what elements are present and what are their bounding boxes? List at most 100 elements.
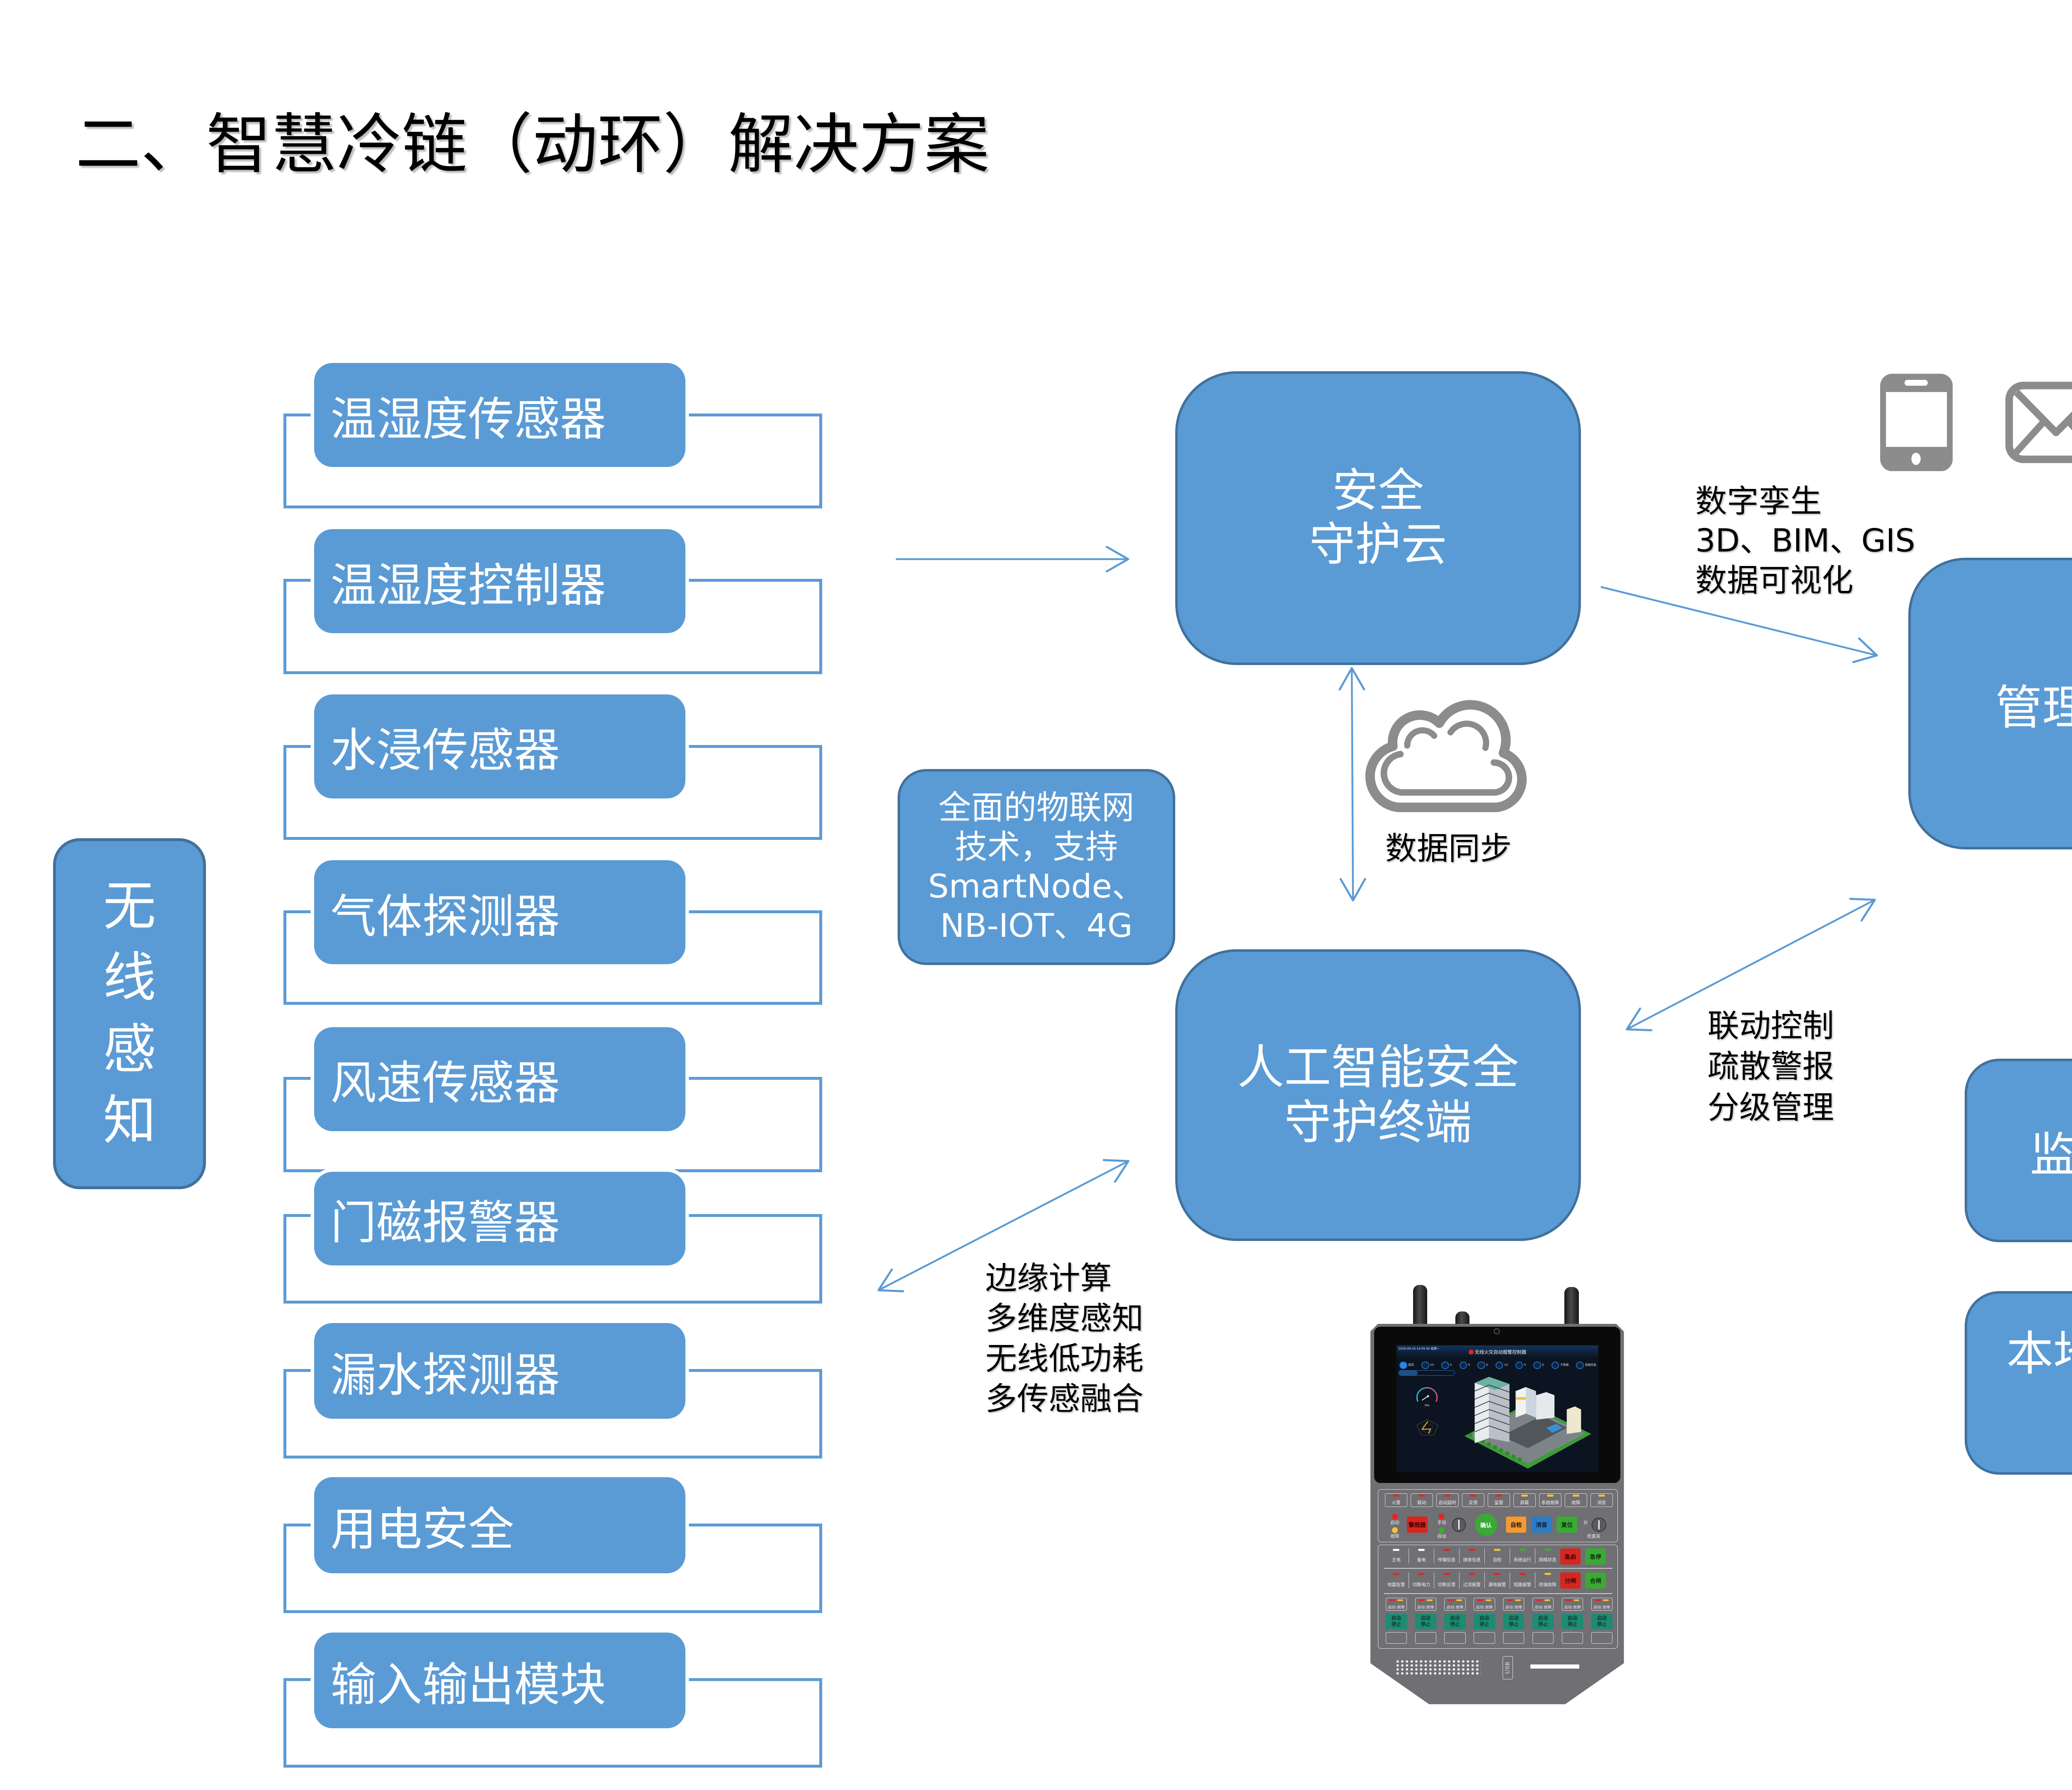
cloud-icon	[1364, 697, 1530, 813]
led	[1603, 1599, 1609, 1601]
iot-note-line: SmartNode、	[928, 867, 1145, 906]
node-label: 守护云	[1309, 518, 1447, 572]
auto-led	[1439, 1527, 1445, 1534]
nav-item: 0	[1515, 1361, 1526, 1369]
led	[1595, 1599, 1601, 1601]
nav-item: 13	[1421, 1361, 1434, 1369]
divider	[1384, 1568, 1612, 1569]
fault-light: 短路报警	[1510, 1572, 1535, 1588]
indicator-feedback: 反馈	[1462, 1493, 1484, 1507]
check-knob	[1592, 1517, 1606, 1532]
check-off-label: 检查关	[1587, 1534, 1600, 1539]
nav-item: 0	[1477, 1361, 1488, 1369]
annotation-line: 多传感融合	[985, 1380, 1144, 1417]
screen-tab	[1399, 1370, 1418, 1376]
fault-light: 地震告警	[1384, 1572, 1409, 1588]
divider	[1384, 1593, 1612, 1594]
annotation-line: 联动控制	[1707, 1007, 1834, 1045]
indicator-silence: 消音	[1590, 1493, 1613, 1507]
channel-3: 启动 故障 启动停止	[1444, 1598, 1466, 1644]
channel-status: 启动 故障	[1444, 1598, 1466, 1611]
fault-light: 切断反馈	[1434, 1572, 1460, 1588]
start-led	[1392, 1513, 1398, 1520]
led	[1565, 1599, 1571, 1601]
percent-icon	[1495, 1361, 1503, 1369]
indicator-start-delay: 启动延时	[1436, 1493, 1459, 1507]
led	[1547, 1494, 1554, 1497]
node-label: 守护终端	[1284, 1095, 1472, 1150]
mode-knob	[1452, 1517, 1466, 1532]
screen-tabs	[1399, 1370, 1455, 1376]
city-3d-model	[1460, 1373, 1593, 1469]
fault-light-row: 地震告警 切断电力 切断反馈 过流报警 漏电报警 短路报警 终端故障	[1384, 1572, 1560, 1588]
status-icon	[1459, 1361, 1467, 1369]
fault-icon	[1477, 1361, 1485, 1369]
annotation-line: 无线低功耗	[985, 1340, 1144, 1377]
channel-2: 启动 故障 启动停止	[1415, 1598, 1436, 1644]
wireless-sensing-label: 无线感知	[103, 876, 156, 1152]
led	[1515, 1599, 1521, 1601]
channel-label-slot	[1385, 1632, 1407, 1644]
channel-7: 启动 故障 启动停止	[1562, 1598, 1583, 1644]
sensor-electrical-safety: 用电安全	[314, 1477, 686, 1573]
nav-home: 首页	[1399, 1361, 1414, 1369]
led	[1496, 1494, 1502, 1497]
channel-start-stop-button: 启动停止	[1562, 1613, 1583, 1629]
annotation-line: 分级管理	[1707, 1089, 1834, 1126]
usb-port: USB	[1502, 1656, 1513, 1680]
status-light: 网络状态	[1535, 1548, 1560, 1564]
nav-item: 13	[1495, 1361, 1508, 1369]
indicator-linkage: 联动	[1411, 1493, 1433, 1507]
led	[1448, 1599, 1454, 1601]
annotation-line: 疏散警报	[1707, 1048, 1834, 1085]
screen-tab	[1418, 1371, 1436, 1375]
emergency-stop-button: 急停	[1585, 1548, 1606, 1565]
linkage-annotation: 联动控制 疏散警报 分级管理	[1708, 1006, 1871, 1128]
indicator-system-fault: 系统故障	[1539, 1493, 1561, 1507]
sensor-temp-humidity-controller: 温湿度控制器	[314, 529, 686, 634]
annotation-line: 数字孪生	[1695, 482, 1822, 520]
led	[1507, 1599, 1513, 1601]
channel-start-stop-button: 启动停止	[1415, 1613, 1436, 1629]
node-label: 监控中心	[2030, 1127, 2072, 1182]
led	[1444, 1494, 1451, 1497]
antenna	[1413, 1285, 1427, 1326]
channel-6: 启动 故障 启动停止	[1532, 1598, 1554, 1644]
nav-subsystem: 子系统	[1551, 1361, 1569, 1369]
camera-icon	[1494, 1328, 1500, 1335]
monitor-center-node: 监控中心	[1964, 1059, 2072, 1243]
annotation-line: 多维度感知	[985, 1300, 1144, 1337]
channel-start-stop-button: 启动停止	[1503, 1613, 1525, 1629]
link-icon	[1533, 1361, 1541, 1369]
ai-security-terminal-node: 人工智能安全 守护终端	[1175, 949, 1581, 1241]
led	[1393, 1494, 1399, 1497]
node-label: 人工智能安全	[1237, 1040, 1519, 1095]
device-icon	[1421, 1361, 1429, 1369]
channel-label-slot	[1503, 1632, 1525, 1644]
speaker-grille	[1395, 1659, 1481, 1675]
led	[1598, 1494, 1605, 1497]
iot-note-line: NB-IOT、4G	[940, 907, 1133, 945]
channel-status: 启动 故障	[1503, 1598, 1525, 1611]
channel-1: 启动 故障 启动停止	[1385, 1598, 1407, 1644]
subsystem-icon	[1551, 1361, 1559, 1369]
channel-start-stop-button: 启动停止	[1385, 1613, 1407, 1629]
channel-status: 启动 故障	[1532, 1598, 1554, 1611]
channel-label-slot	[1532, 1632, 1554, 1644]
indicator-shield: 屏蔽	[1513, 1493, 1536, 1507]
channel-start-stop-button: 启动停止	[1444, 1613, 1466, 1629]
led	[1544, 1599, 1550, 1601]
confirm-button: 确认	[1474, 1513, 1497, 1536]
status-light: 自检	[1485, 1548, 1510, 1564]
channel-start-stop-button: 启动停止	[1474, 1613, 1495, 1629]
phone-icon	[1880, 373, 1953, 472]
nav-item: 0	[1459, 1361, 1470, 1369]
arrow-terminal-sensors-edge	[877, 1159, 1130, 1292]
led	[1521, 1494, 1528, 1497]
sensor-gas-detector: 气体探测器	[314, 860, 686, 965]
screen-tab	[1436, 1371, 1455, 1375]
node-label: 本地监管机	[2006, 1326, 2072, 1381]
indicator-supervision: 监管	[1488, 1493, 1510, 1507]
indicator-fault: 故障	[1565, 1493, 1587, 1507]
